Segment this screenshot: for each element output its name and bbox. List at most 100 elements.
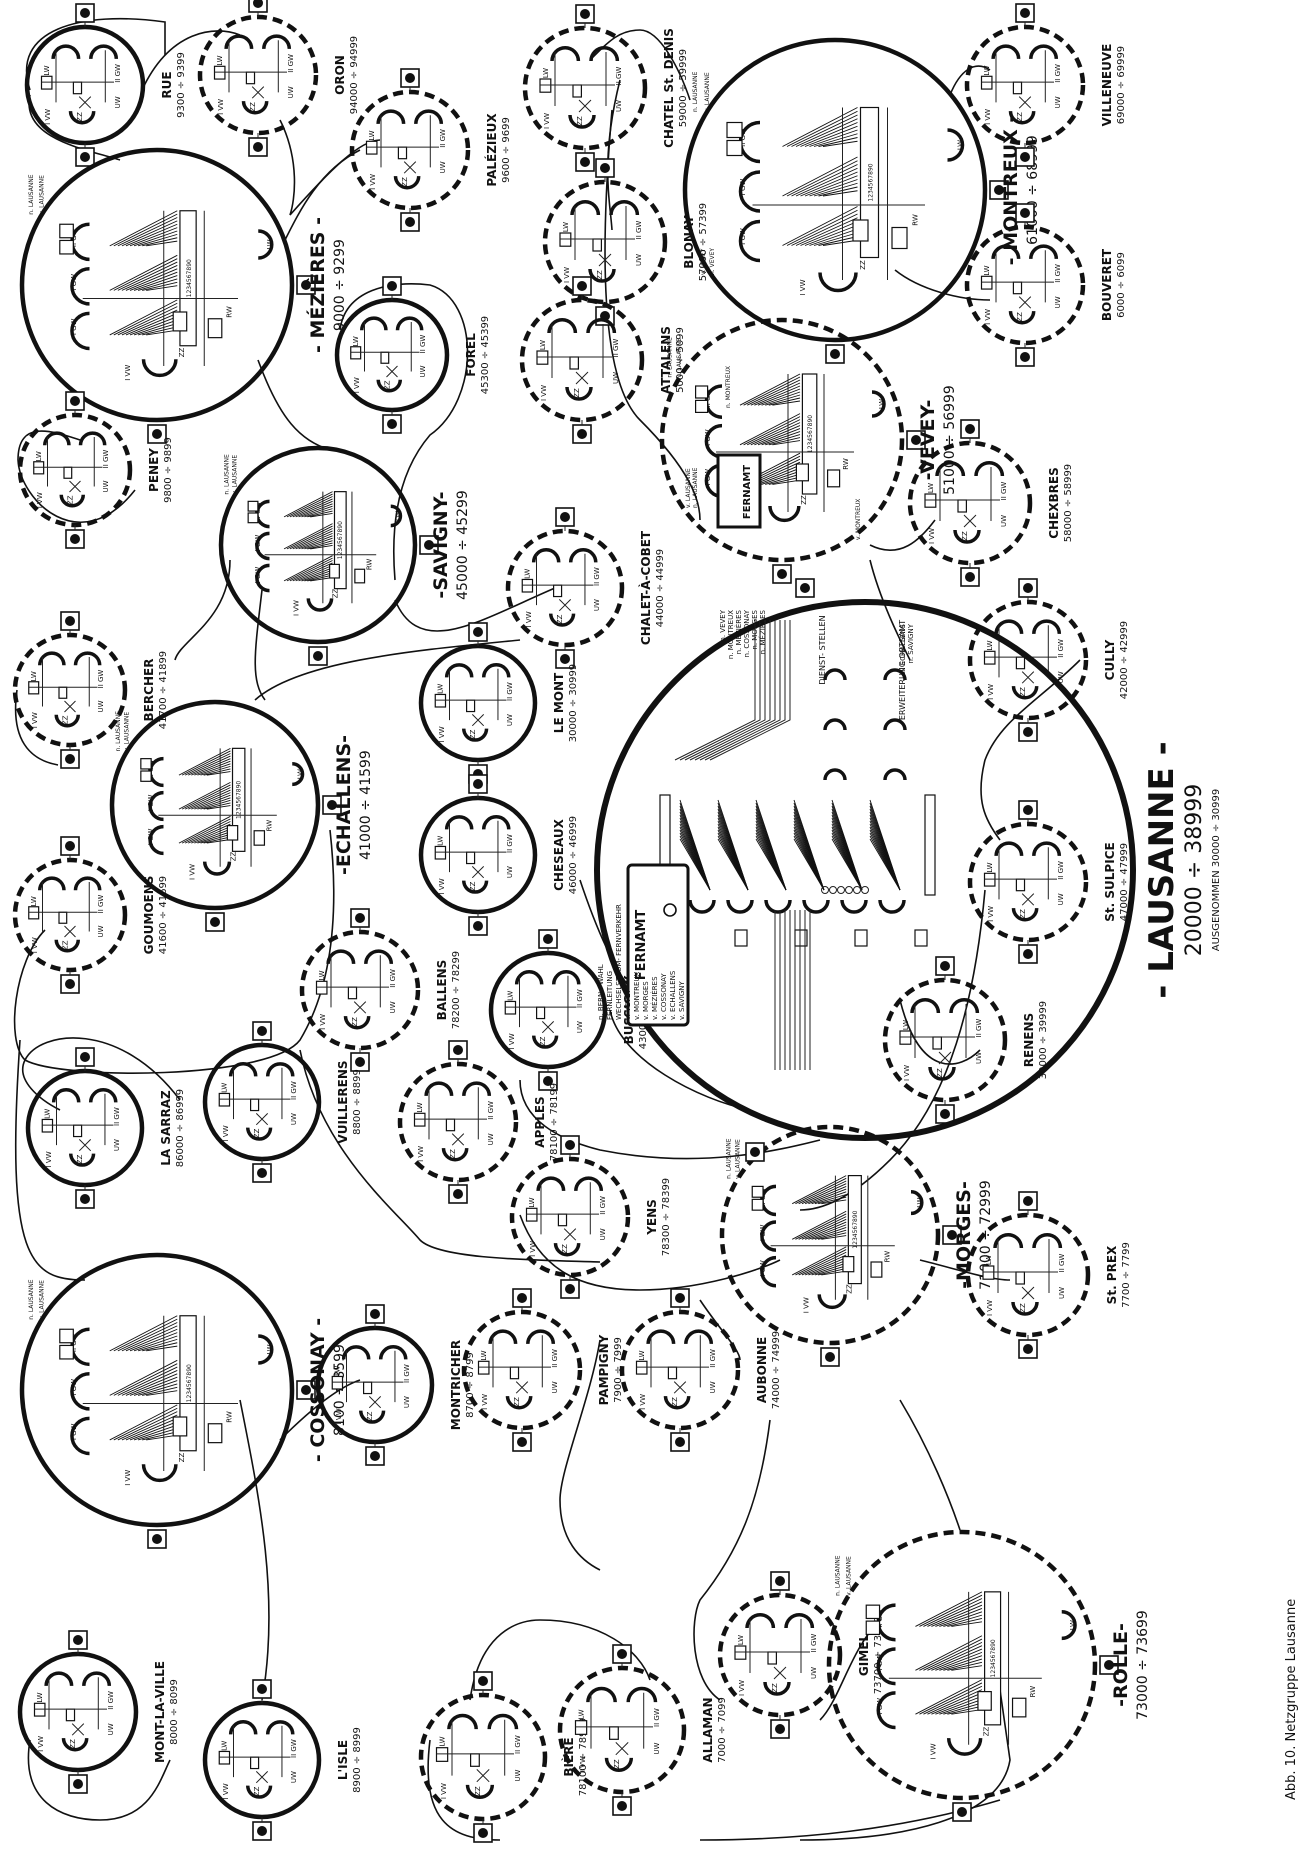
svg-text:v. LAUSANNE: v. LAUSANNE	[845, 1556, 852, 1596]
svg-text:UW: UW	[107, 1723, 115, 1735]
svg-text:II GW: II GW	[290, 1081, 298, 1100]
svg-text:I VW: I VW	[31, 712, 39, 728]
svg-text:UW: UW	[514, 1769, 522, 1781]
svg-text:LW: LW	[927, 483, 935, 493]
svg-text:UW: UW	[403, 1396, 411, 1408]
connection-wire	[800, 1690, 1010, 1840]
svg-text:ZZ: ZZ	[474, 1786, 482, 1796]
svg-text:ZZ: ZZ	[469, 881, 477, 891]
svg-text:I VW: I VW	[335, 1408, 343, 1424]
svg-text:UW: UW	[287, 86, 295, 98]
exchange-name-chatelstdenis: CHATEL St. DENIS	[662, 28, 676, 148]
svg-text:LW: LW	[334, 1366, 342, 1376]
exchange-rue: LWUWII GWI VWZZRUE9300 ÷ 9399	[27, 4, 187, 166]
svg-text:I GW: I GW	[254, 535, 262, 552]
svg-text:II GW: II GW	[1054, 64, 1062, 83]
svg-text:UW: UW	[709, 1381, 717, 1393]
svg-text:UW: UW	[599, 1228, 607, 1240]
svg-text:UW: UW	[975, 1052, 983, 1064]
svg-text:I GW: I GW	[70, 1423, 78, 1440]
exchange-name-lasarraz: LA SARRAZ	[159, 1090, 173, 1166]
svg-text:I VW: I VW	[369, 174, 377, 190]
svg-text:UW: UW	[290, 1113, 298, 1125]
svg-text:ZZ: ZZ	[596, 270, 604, 280]
connection-wire	[800, 890, 985, 1210]
svg-text:ZZ: ZZ	[556, 614, 564, 624]
svg-text:UW: UW	[615, 100, 623, 112]
svg-text:ZZ: ZZ	[178, 348, 186, 358]
svg-text:LW: LW	[216, 55, 224, 65]
svg-text:I VW: I VW	[987, 906, 995, 922]
connection-wire	[258, 360, 330, 450]
svg-text:LW: LW	[985, 1255, 993, 1265]
svg-text:LW: LW	[507, 991, 515, 1001]
svg-text:UW: UW	[1058, 1287, 1066, 1299]
svg-text:ZZ: ZZ	[69, 1739, 77, 1749]
connection-wire	[280, 120, 380, 215]
exchange-range-rue: 9300 ÷ 9399	[176, 52, 187, 118]
svg-text:ZZ: ZZ	[61, 940, 69, 950]
svg-text:1234567890: 1234567890	[868, 163, 875, 201]
svg-text:UW: UW	[1054, 96, 1062, 108]
exchange-name-aubonne: AUBONNE	[755, 1337, 769, 1403]
lausanne-fern-label: v. MÉZIÈRES	[650, 976, 659, 1020]
exchange-villeneuve: LWUWII GWI VWZZVILLENEUVE69000 ÷ 69999	[967, 4, 1127, 166]
connection-wire	[255, 590, 265, 700]
lausanne-fern-label: v. MONTREUX	[633, 971, 641, 1020]
montreux-n-vevey: n. VEVEY	[709, 248, 716, 275]
svg-text:II GW: II GW	[1058, 1254, 1066, 1273]
svg-text:LW: LW	[562, 222, 570, 232]
svg-text:UW: UW	[1000, 515, 1008, 527]
svg-text:I VW: I VW	[738, 1680, 746, 1696]
svg-text:I VW: I VW	[293, 600, 301, 616]
svg-text:I VW: I VW	[481, 1394, 489, 1410]
exchange-name-stprex: St. PREX	[1105, 1245, 1119, 1304]
exchange-range-vuillerens: 8800 ÷ 8899	[352, 1069, 363, 1135]
exchange-pampigny: LWUWII GWI VWZZPAMPIGNY7900 ÷ 7999	[464, 1289, 624, 1451]
svg-text:I VW: I VW	[222, 1783, 230, 1799]
exchange-range-peney: 9800 ÷ 9899	[163, 437, 174, 503]
connection-wire	[694, 1420, 770, 1700]
svg-text:ZZ: ZZ	[469, 729, 477, 739]
exchange-cossonay: 1234567890II GWI GWI GWRWZZI VWLWn. LAUS…	[22, 1255, 348, 1548]
lausanne-title: - LAUSANNE -	[1142, 741, 1182, 998]
svg-text:II GW: II GW	[576, 989, 584, 1008]
exchange-name-goumoens: GOUMOENS	[142, 876, 156, 955]
svg-text:LW: LW	[266, 239, 274, 249]
svg-text:ZZ: ZZ	[859, 260, 867, 270]
svg-text:RW: RW	[225, 1411, 233, 1423]
lausanne-fern-label: v. VEVEY	[624, 989, 632, 1020]
exchange-name-chexbres: CHEXBRES	[1047, 467, 1061, 539]
svg-text:I VW: I VW	[31, 937, 39, 953]
exchange-range-stprex: 7700 ÷ 7799	[1121, 1242, 1132, 1308]
svg-text:II GW: II GW	[612, 339, 620, 358]
svg-text:ZZ: ZZ	[771, 1683, 779, 1693]
svg-text:LW: LW	[221, 1741, 229, 1751]
exchange-range-vevey: 51000 ÷ 56999	[942, 385, 958, 495]
svg-text:UW: UW	[612, 372, 620, 384]
svg-text:I GW: I GW	[70, 1379, 78, 1396]
exchange-range-villeneuve: 69000 ÷ 69999	[1116, 46, 1127, 124]
svg-text:UW: UW	[635, 254, 643, 266]
svg-text:ZZ: ZZ	[366, 1411, 374, 1421]
svg-text:UW: UW	[506, 714, 514, 726]
svg-text:UW: UW	[593, 599, 601, 611]
svg-text:II GW: II GW	[1054, 264, 1062, 283]
svg-text:ZZ: ZZ	[351, 1017, 359, 1027]
svg-text:II GW: II GW	[506, 682, 514, 701]
lausanne-fern-label: n. BERN - WAHL	[597, 964, 605, 1020]
svg-text:LW: LW	[35, 451, 43, 461]
svg-text:LW: LW	[1069, 1620, 1077, 1630]
exchange-name-lemont: LE MONT	[552, 672, 566, 733]
svg-text:ZZ: ZZ	[253, 1786, 261, 1796]
exchange-range-goumoens: 41600 ÷ 41699	[158, 876, 169, 954]
svg-text:UW: UW	[113, 1139, 121, 1151]
svg-text:I VW: I VW	[928, 528, 936, 544]
svg-text:LW: LW	[916, 1197, 924, 1207]
vevey-fernamt-label: FERNAMT	[742, 465, 753, 519]
svg-text:I VW: I VW	[438, 878, 446, 894]
svg-text:UW: UW	[653, 1742, 661, 1754]
